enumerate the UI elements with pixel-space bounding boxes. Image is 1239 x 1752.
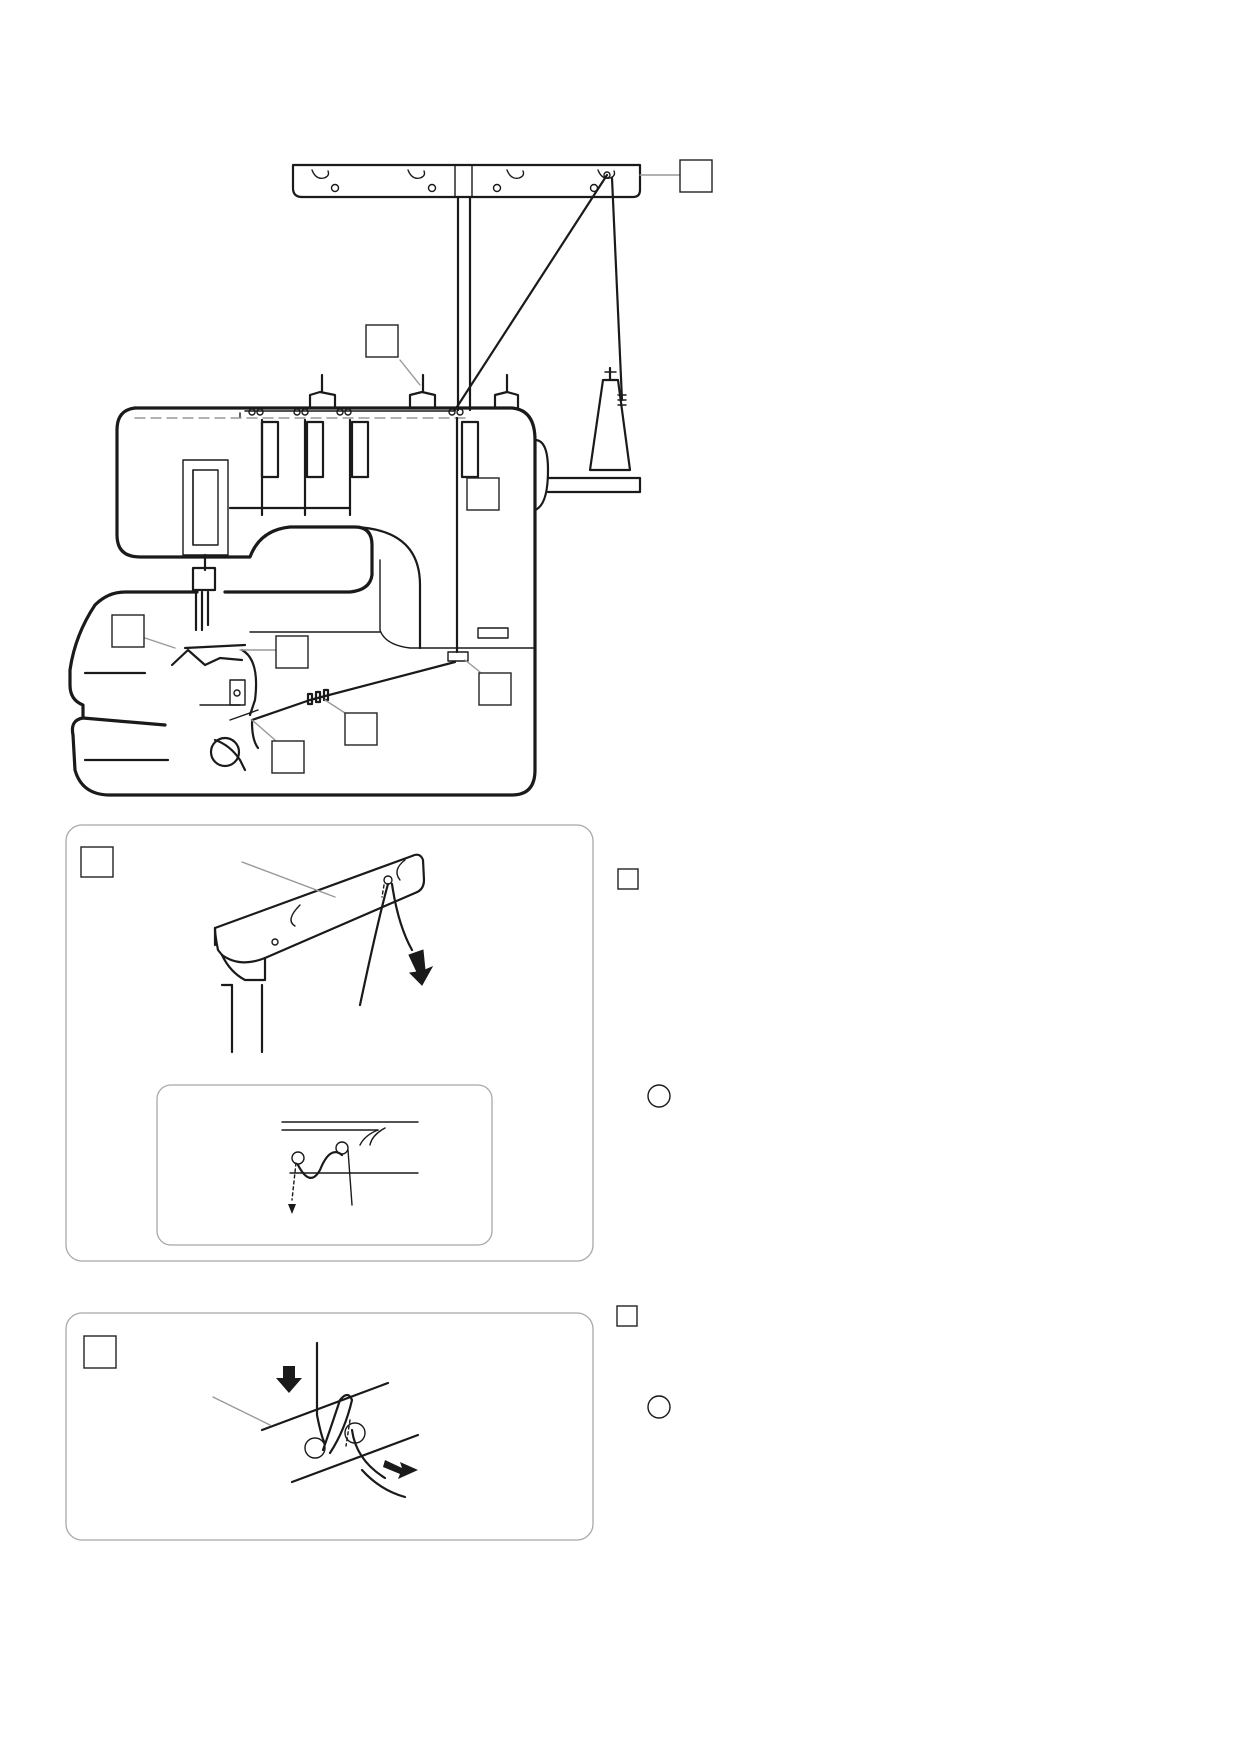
callout-box [275, 635, 309, 669]
circle-marker-icon [647, 1395, 671, 1419]
spool-on-stand [546, 366, 642, 494]
spool-pins [308, 373, 520, 410]
step-marker-icon [616, 1305, 638, 1327]
machine-figure [68, 159, 713, 797]
right-arrow-icon [383, 1460, 418, 1479]
thread-line [453, 173, 609, 412]
callout-box [466, 477, 500, 511]
needle-area [182, 459, 229, 632]
thread-hole-icon [291, 1151, 305, 1165]
callout-box [478, 672, 512, 706]
thread-stand-bar [291, 163, 681, 412]
callout-box [679, 159, 713, 193]
callout-box [111, 614, 145, 648]
down-arrow-icon [288, 1204, 296, 1214]
sewing-machine-body [68, 406, 550, 797]
step-panel-2 [65, 1305, 671, 1541]
thread-line [610, 176, 624, 402]
thread-hole-icon [304, 1437, 326, 1459]
step-panel-1 [65, 824, 671, 1262]
guide-detail [212, 1341, 420, 1499]
tension-dials [228, 408, 480, 654]
step-marker-icon [617, 868, 639, 890]
down-arrow-icon [276, 1366, 302, 1393]
panel-corner-box [80, 846, 114, 878]
circle-marker-icon [647, 1084, 671, 1108]
thread-stand-detail [213, 853, 434, 1054]
inset-panel [156, 1084, 493, 1246]
callout-box [344, 712, 378, 746]
callout-box [271, 740, 305, 774]
down-arrow-icon [408, 949, 434, 986]
panel-corner-box [83, 1335, 117, 1369]
callout-box [365, 324, 399, 358]
looper-area [170, 643, 469, 772]
